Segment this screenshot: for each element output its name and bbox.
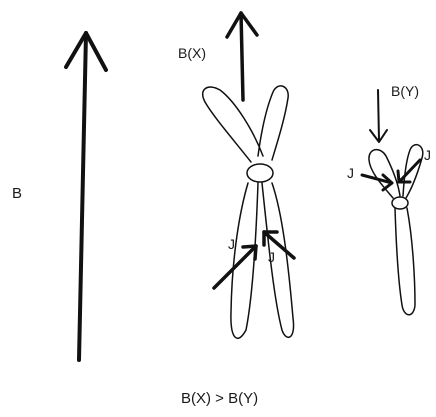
arrow-b-y bbox=[369, 89, 388, 143]
arrow-j-x-right bbox=[262, 230, 296, 260]
label-j-y-left: J bbox=[347, 165, 354, 181]
label-b: B bbox=[12, 185, 23, 202]
chromosome-y bbox=[368, 143, 424, 316]
label-j-x-left: J bbox=[228, 236, 235, 252]
arrow-j-y-right bbox=[396, 158, 422, 184]
arrow-j-x-left bbox=[212, 244, 258, 290]
arrow-j-y-left bbox=[360, 173, 394, 192]
chromosome-x bbox=[201, 85, 295, 340]
comparison-text: B(X) > B(Y) bbox=[181, 390, 259, 407]
arrow-b-x bbox=[225, 11, 259, 102]
label-b-y: B(Y) bbox=[391, 83, 419, 99]
label-j-x-right: J bbox=[268, 249, 275, 265]
label-j-y-right: J bbox=[424, 147, 431, 163]
label-b-x: B(X) bbox=[178, 45, 206, 61]
arrow-b bbox=[64, 31, 108, 362]
